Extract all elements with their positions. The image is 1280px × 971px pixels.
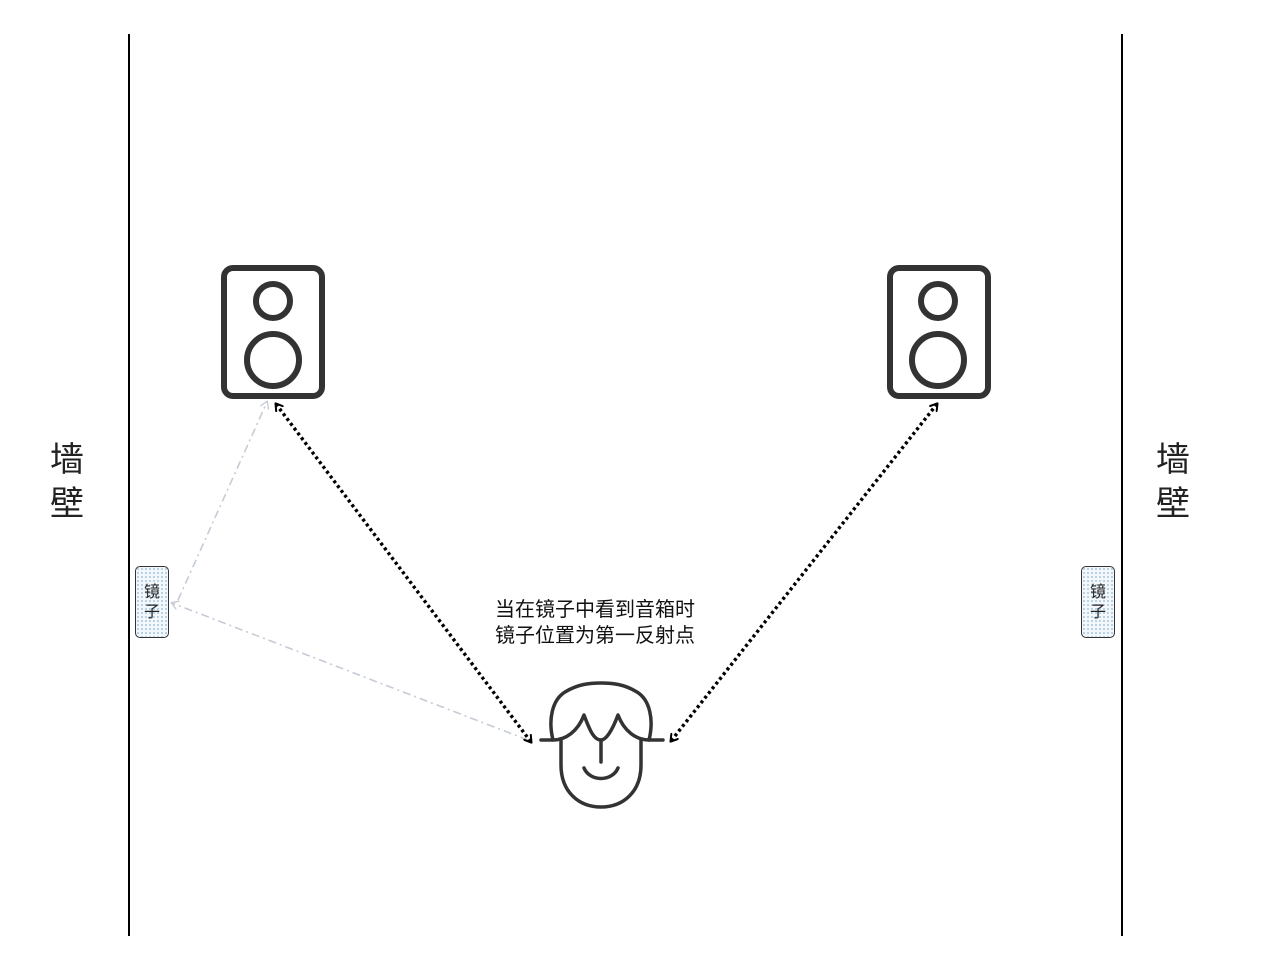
mirror-left: 镜 子 [135,566,169,638]
mirror-right: 镜 子 [1081,566,1115,638]
mirror-label-char: 镜 [1089,582,1106,601]
caption-line-1: 当在镜子中看到音箱时 [495,597,695,621]
mirror-label-char: 镜 [143,582,160,601]
wall-label-char: 壁 [1156,484,1190,524]
caption-line-2: 镜子位置为第一反射点 [495,623,695,647]
mirror-label-char: 子 [143,602,160,621]
listener-face-icon [539,681,665,809]
speaker-icon [887,265,991,399]
direct-path-right-speaker [671,404,937,741]
wall-label-char: 墙 [50,440,84,480]
direct-path-left-speaker [276,404,531,742]
speaker-icon [221,265,325,399]
wall-label-char: 壁 [50,484,84,524]
wall-label-left: 墙 壁 [37,438,97,526]
mirror-label-char: 子 [1089,602,1106,621]
wall-label-right: 墙 壁 [1143,438,1203,526]
wall-label-char: 墙 [1156,440,1190,480]
reflection-path-to-speaker [177,400,270,601]
reflection-caption: 当在镜子中看到音箱时 镜子位置为第一反射点 [440,596,750,648]
